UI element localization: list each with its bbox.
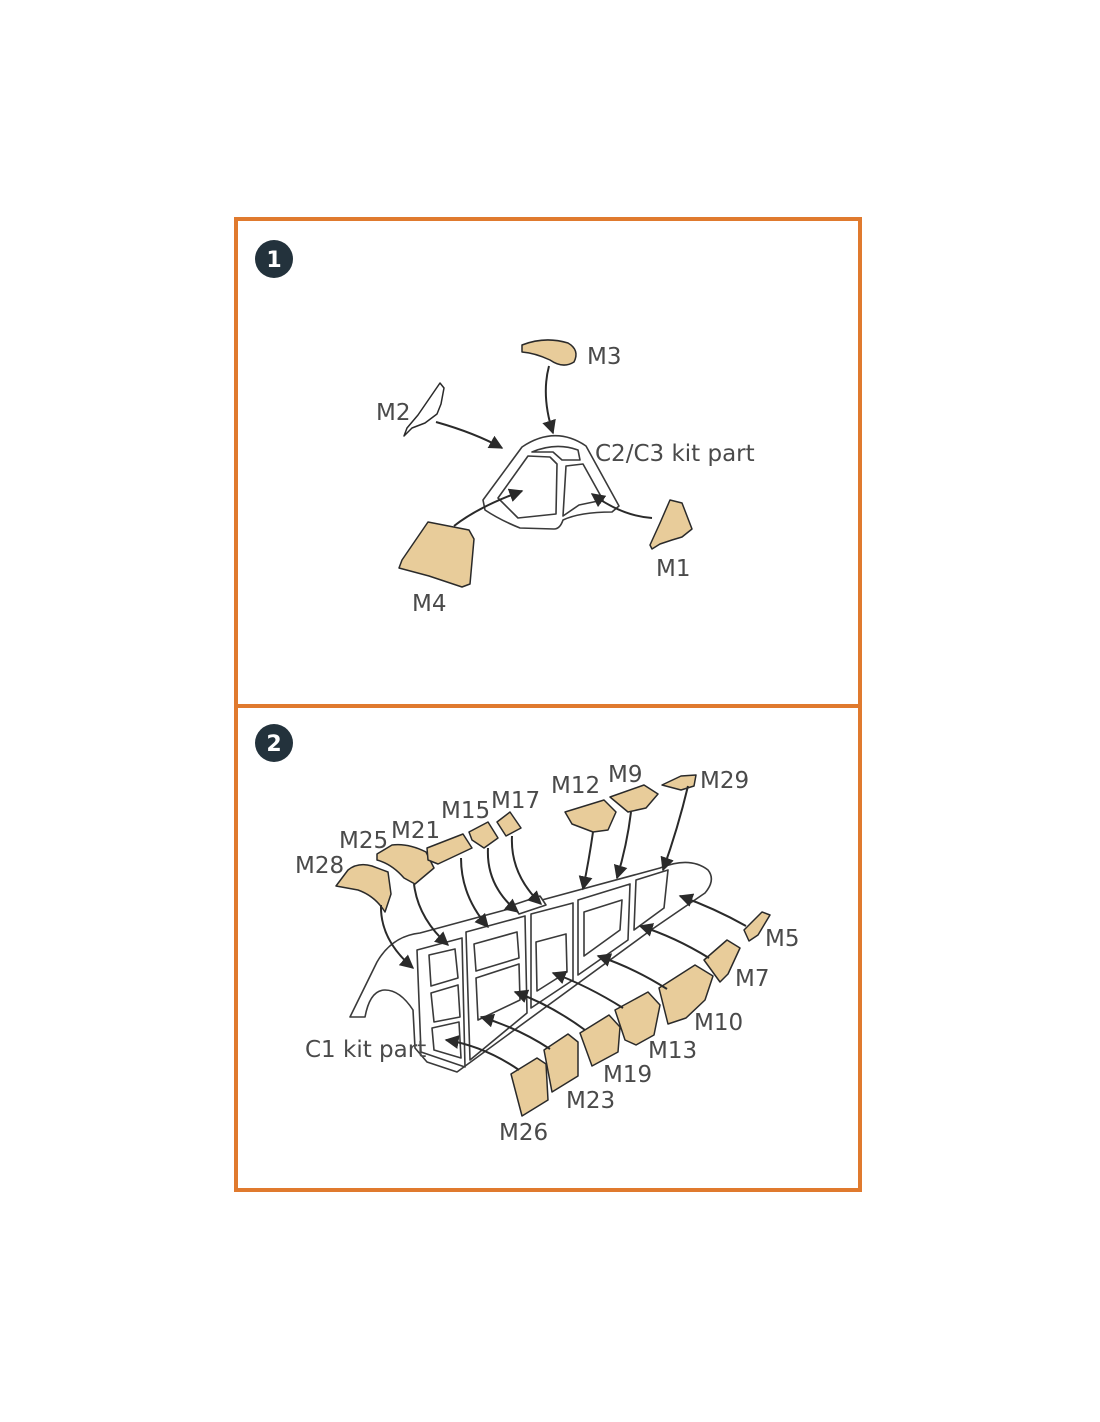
mask-m26-shape [510, 1057, 549, 1117]
arrow-m7 [638, 923, 710, 959]
arrow-m10 [596, 953, 668, 990]
arrow-m15 [486, 847, 520, 913]
mask-label-m15: M15 [441, 798, 490, 824]
kit-part-label: C2/C3 kit part [595, 441, 755, 467]
mask-label-m9: M9 [608, 762, 642, 788]
mask-m19-shape [579, 1014, 621, 1067]
arrow-m23 [479, 1013, 551, 1050]
arrow-m25 [413, 883, 450, 946]
arrow-m1 [590, 493, 653, 519]
mask-label-m21: M21 [391, 818, 440, 844]
step-badge-circle [255, 240, 293, 278]
mask-label-m12: M12 [551, 773, 600, 799]
mask-label-m26: M26 [499, 1120, 548, 1146]
arrow-m19 [513, 989, 586, 1031]
mask-m12-shape [564, 799, 617, 833]
mask-label-m10: M10 [694, 1010, 743, 1036]
mask-label-m25: M25 [339, 828, 388, 854]
step-1-badge: 1 [255, 240, 293, 278]
arrow-m2 [435, 421, 504, 449]
step-1-panel: 1 C2/C3 kit part M3 M2 M1 M4 [234, 217, 862, 708]
mask-m13-shape [614, 991, 661, 1046]
mask-label-m23: M23 [566, 1088, 615, 1114]
step-2-badge: 2 [255, 724, 293, 762]
step-2-panel: 2 C1 kit part M28 M25 M21 [234, 704, 862, 1192]
mask-label-m13: M13 [648, 1038, 697, 1064]
mask-label-m2: M2 [376, 400, 410, 426]
mask-m17-shape [496, 811, 522, 837]
step-2-frame [234, 704, 862, 1192]
mask-m4-shape [398, 521, 475, 588]
arrow-m5 [678, 893, 747, 927]
mask-m5-shape [743, 911, 771, 942]
mask-m23-shape [543, 1033, 579, 1093]
arrow-m12 [578, 831, 594, 891]
mask-m1-shape [649, 499, 693, 550]
mask-m25-shape [376, 843, 435, 885]
mask-label-m5: M5 [765, 926, 799, 952]
mask-label-m7: M7 [735, 966, 769, 992]
mask-label-m19: M19 [603, 1062, 652, 1088]
arrow-m4 [453, 488, 524, 527]
arrow-m21 [460, 857, 489, 929]
mask-label-m17: M17 [491, 788, 540, 814]
mask-label-m3: M3 [587, 344, 621, 370]
arrow-m26 [444, 1035, 520, 1071]
arrow-m9 [613, 811, 632, 880]
mask-m10-shape [658, 964, 714, 1025]
arrow-m29 [660, 785, 689, 872]
mask-m21-shape [426, 833, 473, 865]
arrow-m28 [379, 904, 415, 969]
kit-part-label: C1 kit part [305, 1037, 426, 1063]
mask-label-m4: M4 [412, 591, 446, 617]
windscreen-kit-part [482, 435, 620, 530]
mask-label-m28: M28 [295, 853, 344, 879]
step-badge-circle [255, 724, 293, 762]
mask-m15-shape [468, 821, 499, 849]
mask-label-m29: M29 [700, 768, 749, 794]
arrow-m17 [510, 835, 543, 905]
mask-m3-shape [521, 339, 577, 366]
arrow-m13 [551, 970, 624, 1009]
canopy-kit-part [349, 861, 713, 1073]
mask-m28-shape [335, 863, 392, 913]
mask-m29-shape [661, 774, 697, 791]
step-number: 2 [266, 732, 281, 757]
step-number: 1 [266, 248, 281, 273]
mask-m7-shape [703, 939, 741, 983]
arrow-m3 [542, 365, 556, 435]
mask-label-m1: M1 [656, 556, 690, 582]
mask-m2-shape [403, 382, 445, 437]
mask-m9-shape [609, 784, 659, 813]
